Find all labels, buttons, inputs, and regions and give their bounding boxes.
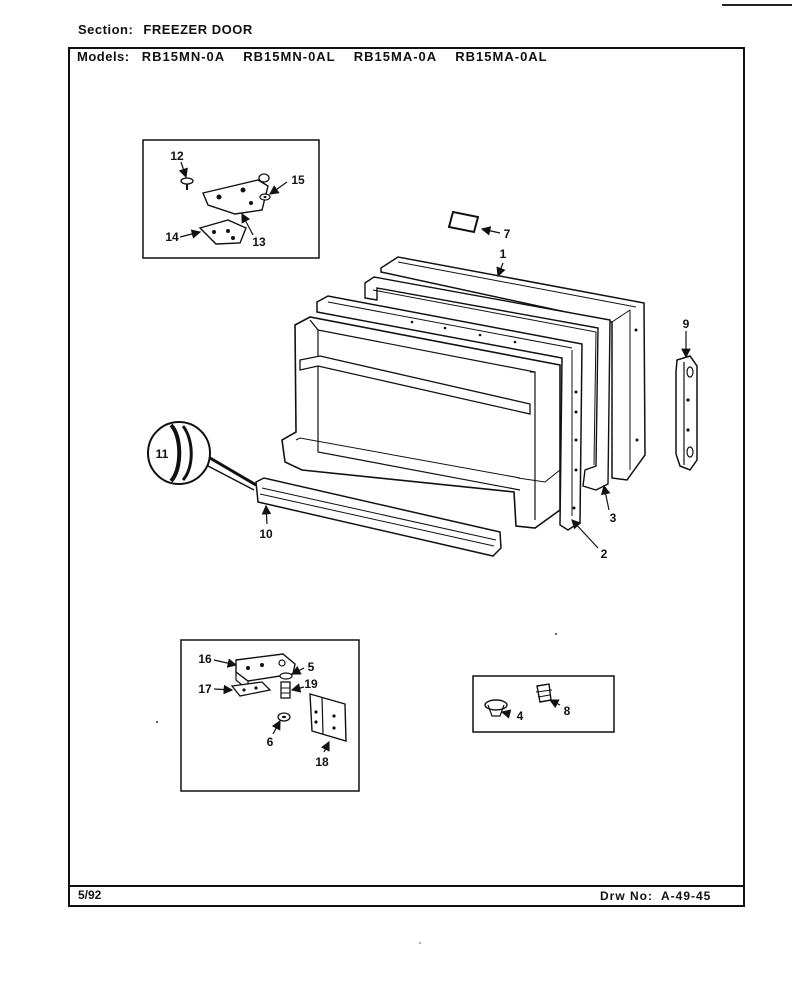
callout-2: 2 xyxy=(601,547,608,561)
footer-separator xyxy=(68,885,745,887)
callout-11: 11 xyxy=(156,447,169,461)
leader-lines xyxy=(178,161,691,753)
diagram-frame xyxy=(68,47,745,907)
door-shelf-bin xyxy=(281,316,561,529)
lower-hinge-inset xyxy=(180,639,360,792)
speck xyxy=(555,633,557,635)
callout-5: 5 xyxy=(308,660,315,674)
callout-4: 4 xyxy=(517,709,524,723)
inner-door-liner xyxy=(316,295,583,531)
callout-8: 8 xyxy=(564,704,571,718)
speck xyxy=(419,942,421,944)
badge-plate xyxy=(447,210,480,234)
door-gasket xyxy=(364,276,611,491)
bottom-trim-strip xyxy=(255,477,502,557)
callout-6: 6 xyxy=(267,735,274,749)
model-number: RB15MN-0A xyxy=(141,49,226,64)
model-number: RB15MA-0A xyxy=(353,49,438,64)
door-handle xyxy=(675,355,698,471)
model-number: RB15MA-0AL xyxy=(455,49,548,64)
speck xyxy=(156,721,158,723)
callout-1: 1 xyxy=(500,247,507,261)
callout-18: 18 xyxy=(315,755,329,769)
upper-hinge-inset xyxy=(142,139,320,259)
top-rule xyxy=(722,4,792,6)
callout-19: 19 xyxy=(304,677,318,691)
callout-15: 15 xyxy=(291,173,305,187)
models-label: Models: xyxy=(77,49,130,64)
trim-detail-circle xyxy=(147,421,257,491)
callout-14: 14 xyxy=(165,230,179,244)
callout-10: 10 xyxy=(259,527,273,541)
callout-3: 3 xyxy=(610,511,617,525)
outer-door-panel xyxy=(380,256,646,481)
callout-17: 17 xyxy=(198,682,212,696)
model-number: RB15MN-0AL xyxy=(243,49,336,64)
callout-9: 9 xyxy=(683,317,690,331)
drawing-label: Drw No: xyxy=(600,889,653,903)
callout-12: 12 xyxy=(170,149,184,163)
callout-labels: 1 2 3 4 5 6 7 8 9 10 11 12 13 14 15 16 1… xyxy=(156,149,690,769)
section-value: FREEZER DOOR xyxy=(143,22,253,37)
caps-inset xyxy=(472,675,615,733)
section-header: Section: FREEZER DOOR xyxy=(78,22,253,37)
callout-13: 13 xyxy=(252,235,266,249)
revision-date: 5/92 xyxy=(78,888,102,902)
callout-16: 16 xyxy=(198,652,212,666)
drawing-number: A-49-45 xyxy=(661,889,712,903)
drawing-number-block: Drw No: A-49-45 xyxy=(600,889,711,903)
models-header: Models: RB15MN-0A RB15MN-0AL RB15MA-0A R… xyxy=(77,49,562,64)
callout-7: 7 xyxy=(504,227,511,241)
section-label: Section: xyxy=(78,22,134,37)
